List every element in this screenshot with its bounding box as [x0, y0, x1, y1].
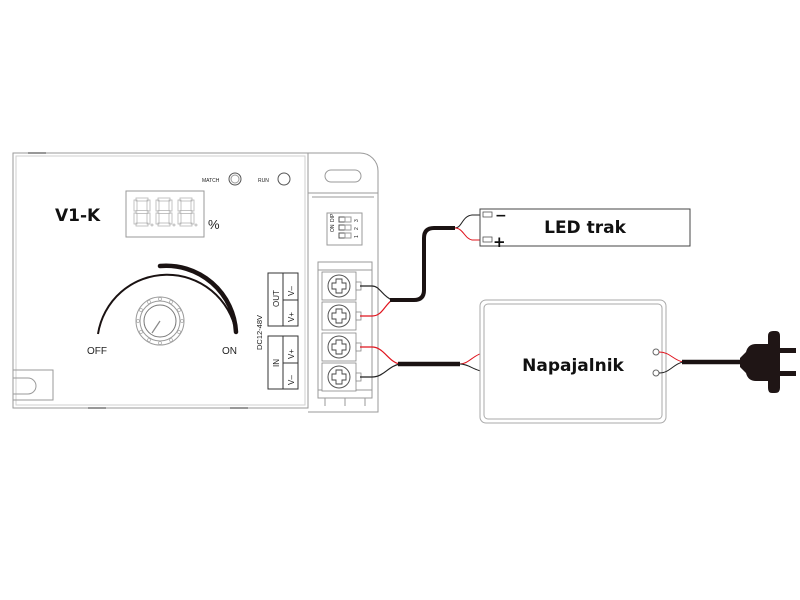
digit-3: [177, 197, 198, 227]
in-v-plus: V+: [287, 349, 296, 359]
match-label: MATCH: [202, 178, 220, 184]
in-terminal-label-block: IN V– V+: [267, 335, 299, 390]
in-v-minus: V–: [287, 375, 296, 385]
display-unit: %: [208, 217, 220, 232]
side-rail: [308, 152, 379, 413]
led-wire-positive: [454, 227, 482, 241]
match-indicator-led: [228, 172, 242, 186]
controller-unit: V1-K % MATCH RUN OFF ON DC12-48V: [12, 152, 379, 413]
rail-slot: [324, 169, 362, 183]
voltage-label: DC12-48V: [255, 315, 264, 350]
ac-wire-1: [658, 351, 684, 363]
in-label: IN: [272, 359, 281, 367]
led-strip: − + LED trak: [479, 208, 691, 251]
led-plus-sign: +: [493, 233, 506, 251]
run-label: RUN: [258, 178, 269, 184]
terminal-screw-3[interactable]: [321, 332, 362, 362]
dip-on-label: ON: [330, 224, 336, 232]
mounting-bracket: [13, 369, 54, 401]
in-wire-negative: [360, 363, 401, 378]
led-minus-sign: −: [495, 208, 507, 224]
dip-pos-3: 3: [354, 219, 360, 222]
ac-terminal-2: [652, 369, 660, 377]
dip-switch[interactable]: ON DIP 3 2 1: [326, 212, 363, 246]
terminal-screw-1[interactable]: [321, 271, 362, 301]
terminal-screw-4[interactable]: [321, 362, 362, 392]
led-cable: [390, 226, 455, 302]
controller-housing: [12, 152, 309, 409]
dip-pos-1: 1: [354, 235, 360, 238]
terminal-screw-2[interactable]: [321, 301, 362, 331]
led-strip-body: [479, 208, 691, 247]
out-wire-positive: [360, 299, 393, 317]
digit-2: [155, 197, 176, 227]
model-label: V1-K: [55, 206, 101, 226]
out-wire-negative: [360, 285, 393, 301]
ac-terminal-1: [652, 348, 660, 356]
out-label: OUT: [272, 290, 281, 307]
out-v-plus: V+: [287, 312, 296, 322]
power-supply-outer: [479, 299, 667, 424]
screw-terminal-block: [317, 261, 373, 406]
percent-display: [125, 190, 205, 238]
led-strip-label: LED trak: [544, 218, 626, 238]
dip-pos-2: 2: [354, 227, 360, 230]
knob-pointer: [151, 320, 161, 334]
dial-arc-thin: [97, 273, 237, 335]
power-supply: Napajalnik: [479, 299, 744, 424]
dip-switch-3[interactable]: [338, 216, 346, 223]
wiring: [360, 214, 494, 378]
ac-wire-2: [658, 361, 684, 374]
dimmer-knob[interactable]: [135, 296, 185, 346]
plug-prong-2: [780, 371, 796, 376]
power-supply-inner: [483, 303, 663, 420]
led-pad-minus: [482, 211, 493, 218]
run-indicator-led: [277, 172, 291, 186]
dip-label: DIP: [330, 213, 336, 222]
power-supply-label: Napajalnik: [522, 356, 624, 376]
led-wire-negative: [454, 214, 482, 229]
dip-switch-1[interactable]: [338, 232, 346, 239]
dial-arc: [157, 263, 239, 335]
plug-icon: [740, 331, 796, 393]
plug-prong-1: [780, 348, 796, 353]
digit-1: [133, 197, 154, 227]
dial-on-label: ON: [222, 346, 237, 357]
in-wire-positive: [360, 346, 401, 365]
out-terminal-label-block: OUT V+ V–: [267, 272, 299, 327]
dip-switch-2[interactable]: [338, 224, 346, 231]
led-pad-plus: [482, 236, 493, 243]
out-v-minus: V–: [287, 286, 296, 296]
mounting-slot: [13, 377, 37, 395]
seven-segment-digits: [133, 197, 198, 227]
dial-off-label: OFF: [87, 346, 107, 357]
